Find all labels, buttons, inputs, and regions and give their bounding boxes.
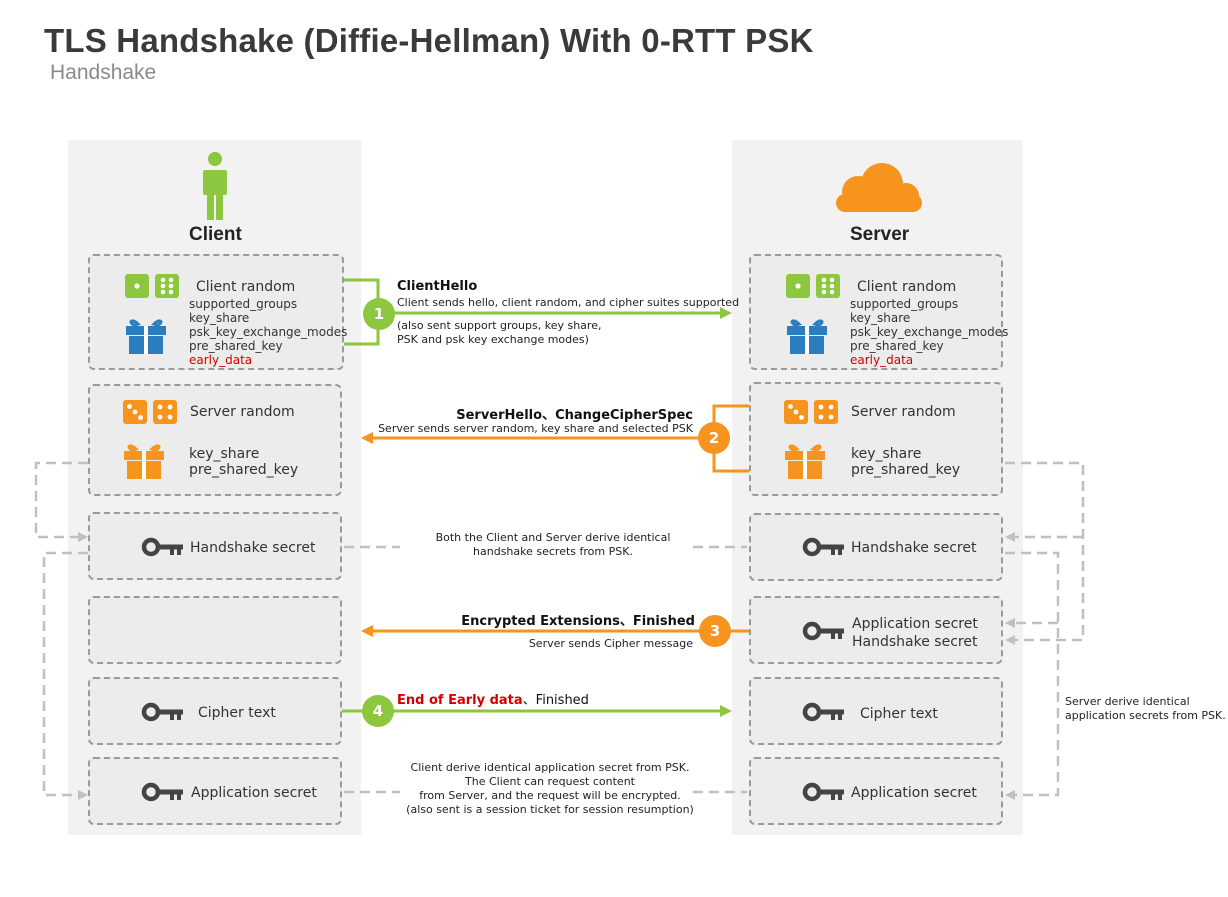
cipher-text-label: Cipher text [198,705,276,721]
handshake-secret-label: Handshake secret [190,540,316,556]
step-4-badge: 4 [362,695,394,727]
field-supported-groups: supported_groups [189,297,298,311]
server-hello-title: ServerHello、ChangeCipherSpec [456,408,693,423]
client-hello-desc: Client sends hello, client random, and c… [397,296,740,309]
server-random-label: Server random [851,404,956,420]
application-secret-label: Application secret [191,785,317,801]
note-line: Server derive identical [1065,695,1190,708]
note-line: The Client can request content [465,775,635,788]
application-secret-label: Application secret [852,616,978,632]
client-cipher-text-box [88,677,342,745]
field-early-data: early_data [850,353,914,367]
key-icon [805,785,844,800]
arrow-head [720,705,732,717]
key-icon [144,705,183,720]
server-app-derive-note: Server derive identical application secr… [1065,695,1226,723]
note-line: (also sent is a session ticket for sessi… [406,803,694,816]
client-random-label: Client random [196,279,296,295]
arrow-head [361,625,373,637]
server-cipher-text-box [749,677,1003,745]
client-empty-box [88,596,342,664]
arrow-head [361,432,373,444]
handshake-secret-label: Handshake secret [852,634,978,650]
end-of-early-data-red: End of Early data [397,693,523,708]
page-subtitle: Handshake [50,61,157,84]
page-title: TLS Handshake (Diffie-Hellman) With 0-RT… [44,22,814,59]
client-hello-title: ClientHello [397,279,478,294]
key-share-label: key_share [851,446,922,462]
finished-label: 、Finished [522,693,589,708]
encrypted-extensions-desc: Server sends Cipher message [528,637,693,650]
client-header: Client [189,224,242,245]
arrow-head [720,307,732,319]
key-icon [805,624,844,639]
step-3-badge: 3 [699,615,731,647]
green-dice-icon [125,274,179,298]
field-key-share: key_share [189,311,250,325]
step-2-badge: 2 [698,422,730,454]
handshake-secret-label: Handshake secret [851,540,977,556]
blue-gift-icon [785,319,829,356]
green-dice-icon [786,274,840,298]
orange-dice-icon [784,400,838,424]
server-application-secret-box [749,757,1003,825]
orange-gift-icon [122,444,166,481]
key-icon [805,540,844,555]
key-icon [805,705,844,720]
client-app-derive-note: Client derive identical application secr… [400,761,700,817]
step-1-badge: 1 [363,298,395,330]
note-line: application secrets from PSK. [1065,709,1226,722]
note-line: PSK and psk key exchange modes) [397,333,589,346]
note-line: from Server, and the request will be enc… [419,789,681,802]
encrypted-extensions-title: Encrypted Extensions、Finished [461,614,695,629]
note-line: (also sent support groups, key share, [397,319,602,332]
field-pre-shared-key: pre_shared_key [189,339,283,353]
note-line: Both the Client and Server derive identi… [435,531,671,544]
field-pre-shared-key: pre_shared_key [850,339,944,353]
field-early-data: early_data [189,353,253,367]
orange-dice-icon [123,400,177,424]
client-application-secret-box [88,757,342,825]
server-handshake-secret-box [749,513,1003,581]
key-share-label: key_share [189,446,260,462]
field-psk-modes: psk_key_exchange_modes [189,325,348,339]
client-handshake-secret-box [88,512,342,580]
client-random-label: Client random [857,279,957,295]
orange-gift-icon [783,444,827,481]
application-secret-label: Application secret [851,785,977,801]
end-of-early-data-title: End of Early data、Finished [397,689,589,708]
blue-gift-icon [124,319,168,356]
client-hello-note: (also sent support groups, key share, PS… [397,319,601,347]
client-hello-fields: supported_groups key_share psk_key_excha… [189,297,347,367]
dashed-arrow-heads [78,532,1015,800]
server-header: Server [850,224,910,245]
cipher-text-label: Cipher text [860,706,938,722]
key-icon [144,540,183,555]
person-icon [203,152,227,220]
field-psk-modes: psk_key_exchange_modes [850,325,1009,339]
cloud-icon [836,163,922,212]
server-app-handshake-box [749,596,1003,664]
server-hello-desc: Server sends server random, key share an… [378,422,693,435]
pre-shared-key-label: pre_shared_key [851,462,961,478]
field-supported-groups: supported_groups [850,297,959,311]
note-line: Client derive identical application secr… [410,761,690,774]
server-random-label: Server random [190,404,295,420]
key-icon [144,785,183,800]
pre-shared-key-label: pre_shared_key [189,462,299,478]
derivation-dashed-lines [34,461,1085,797]
note-line: handshake secrets from PSK. [473,545,633,558]
handshake-derive-note: Both the Client and Server derive identi… [403,531,703,559]
server-hello-fields: supported_groups key_share psk_key_excha… [850,297,1008,367]
field-key-share: key_share [850,311,911,325]
